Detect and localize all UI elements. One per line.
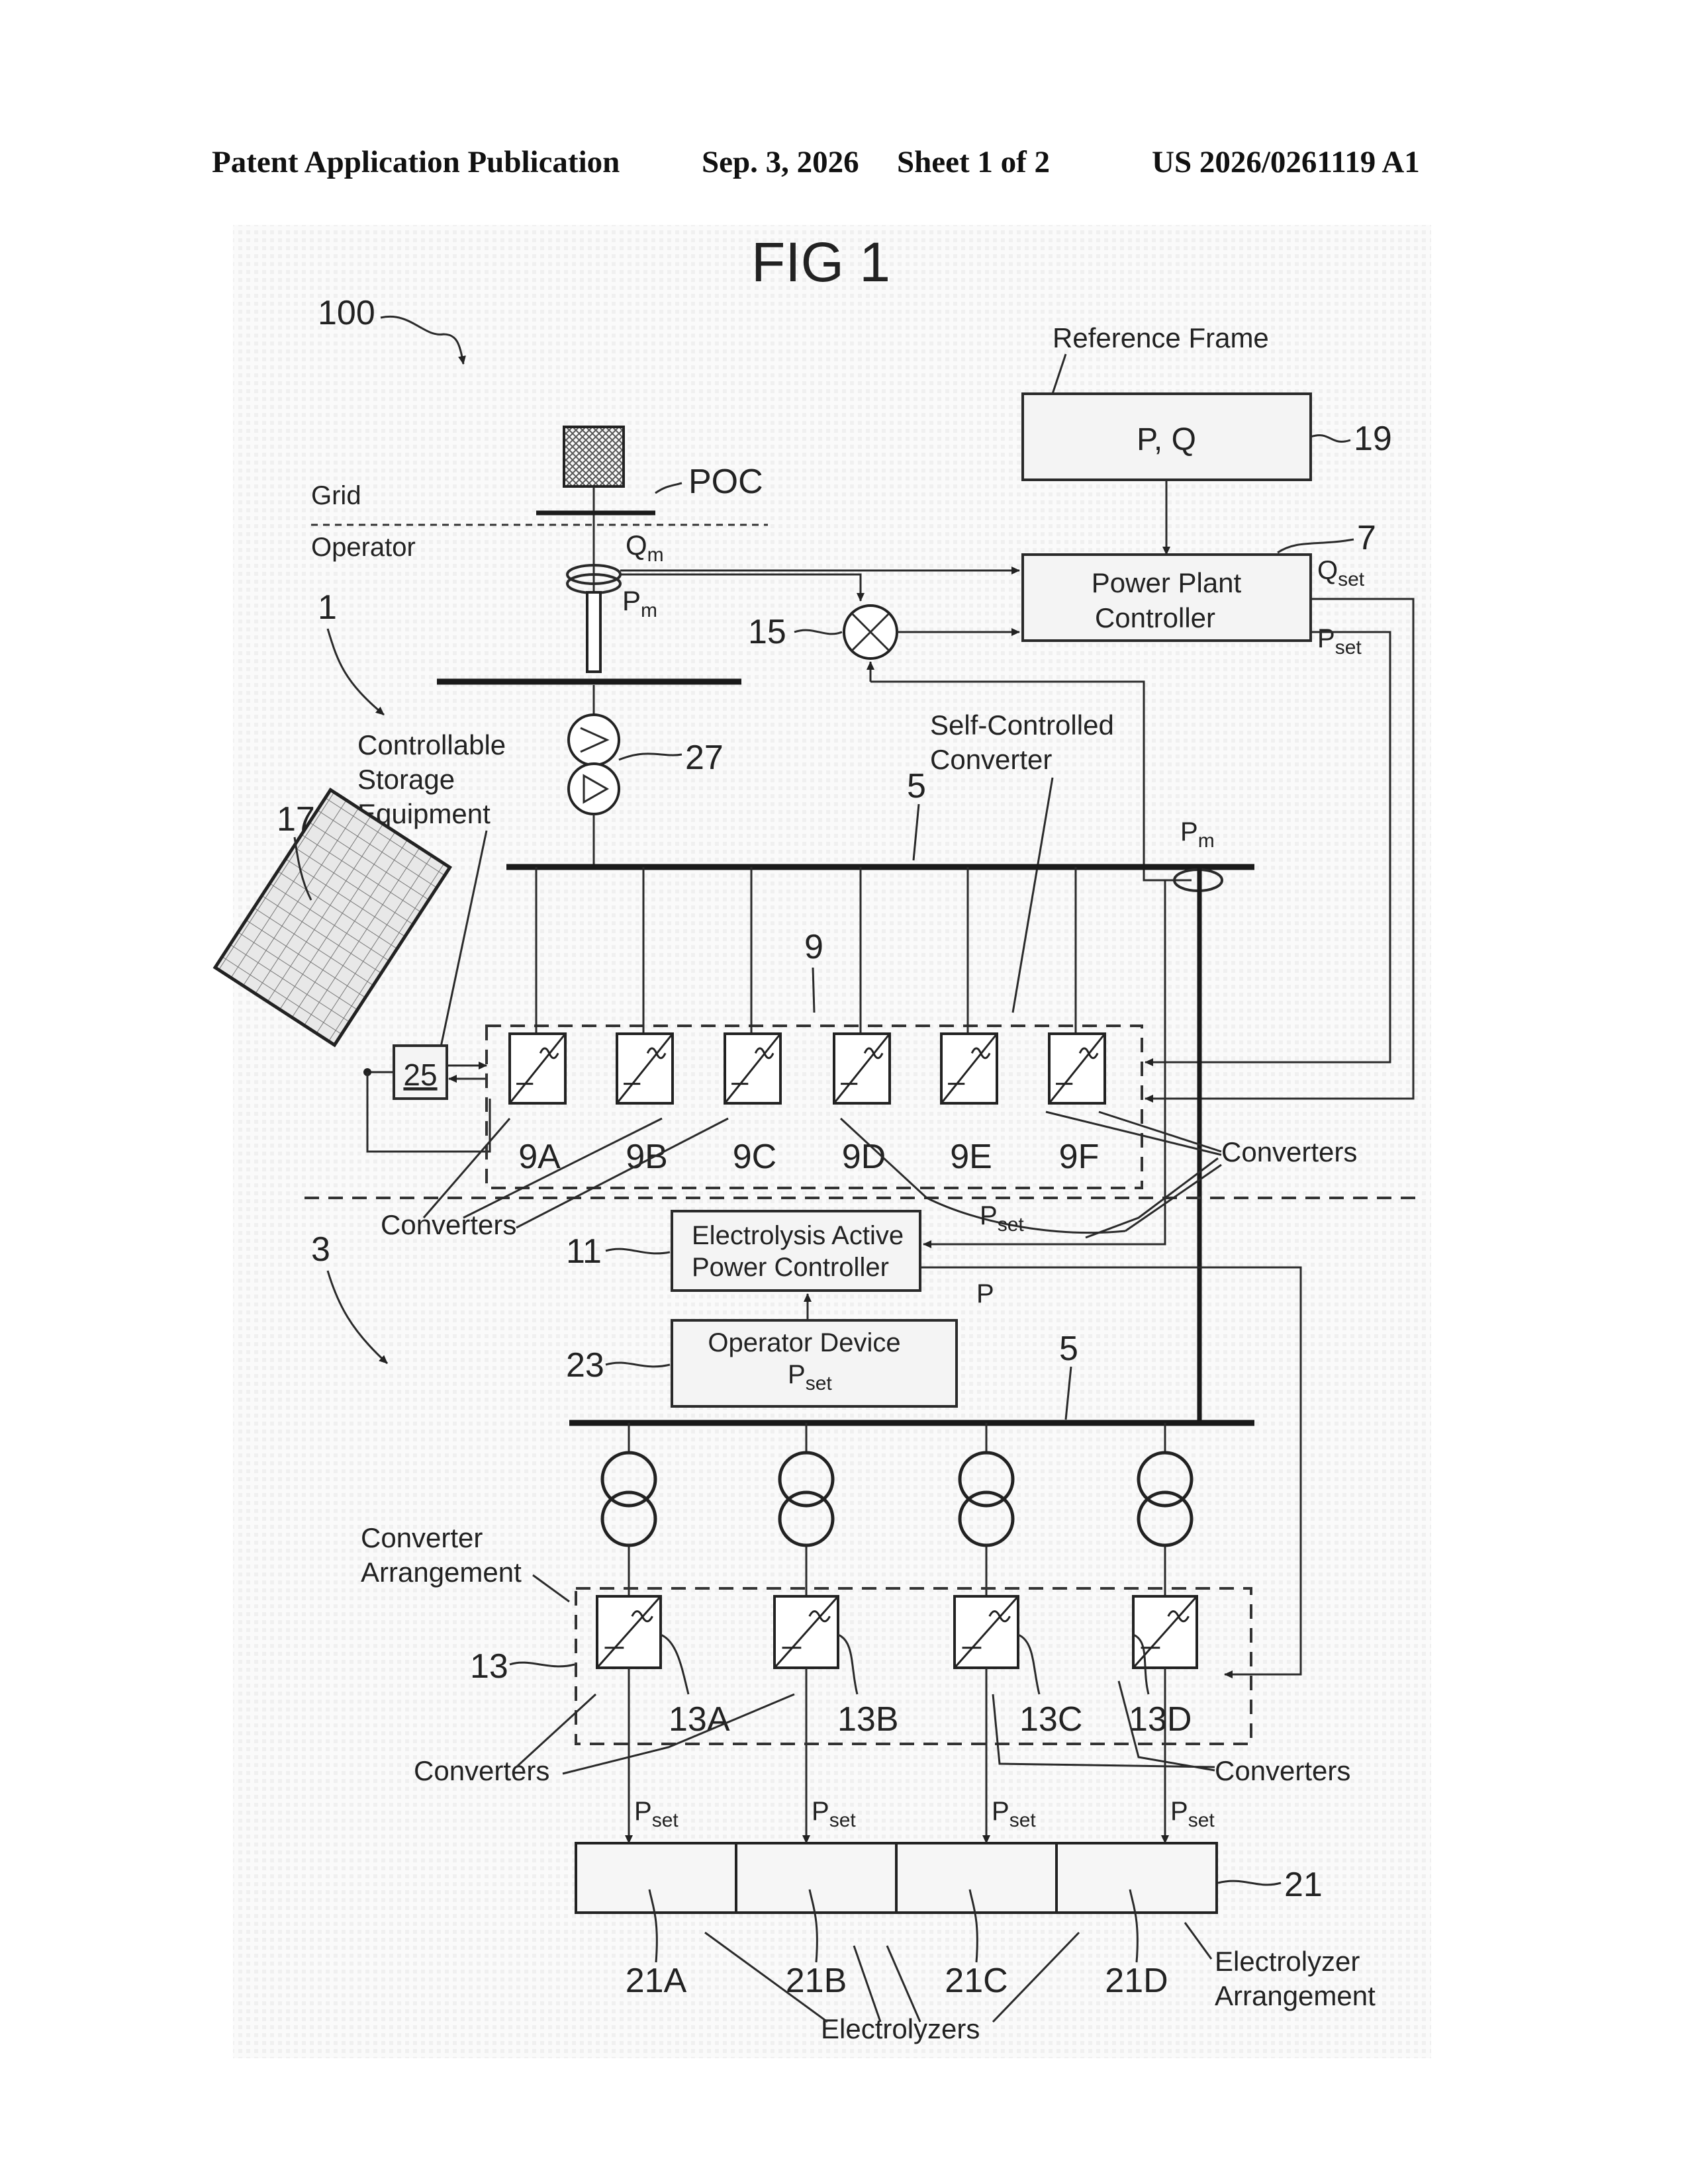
label-storage-1: Controllable [357, 729, 506, 760]
ref-1: 1 [318, 588, 337, 627]
label-self-controlled-1: Self-Controlled [930, 709, 1114, 741]
label-storage-2: Storage [357, 764, 455, 795]
label-converters-top-left: Converters [381, 1209, 516, 1240]
ref-9c: 9C [733, 1138, 776, 1176]
label-eapc-1: Electrolysis Active [692, 1221, 904, 1250]
ref-7: 7 [1357, 519, 1376, 557]
label-poc: POC [688, 463, 763, 501]
label-operator-device: Operator Device [708, 1328, 900, 1357]
label-pq: P, Q [1137, 422, 1196, 457]
figure-title: FIG 1 [751, 231, 890, 293]
label-elz-arr-1: Electrolyzer [1215, 1946, 1360, 1977]
electrolyzer-21b [736, 1843, 896, 1913]
device-27-top [569, 715, 619, 765]
converter-9b [617, 1034, 673, 1103]
ref-5-upper: 5 [907, 767, 926, 805]
converter-9f [1049, 1034, 1105, 1103]
ref-21b: 21B [786, 1962, 847, 2000]
ref-15: 15 [748, 613, 786, 651]
label-operator: Operator [311, 533, 416, 562]
label-reference-frame: Reference Frame [1053, 322, 1269, 353]
label-conv-arr-1: Converter [361, 1522, 483, 1553]
leader-9 [813, 968, 814, 1013]
label-electrolyzers: Electrolyzers [821, 2013, 980, 2044]
ref-23: 23 [566, 1346, 604, 1385]
electrolyzer-21a [576, 1843, 736, 1913]
ref-25: 25 [403, 1058, 437, 1092]
ref-21a: 21A [626, 1962, 687, 2000]
converter-9a [510, 1034, 565, 1103]
label-eapc-2: Power Controller [692, 1253, 889, 1282]
label-ppc-1: Power Plant [1092, 567, 1242, 598]
ref-21: 21 [1284, 1866, 1323, 1904]
electrolyzer-21c [896, 1843, 1056, 1913]
ref-27: 27 [685, 739, 724, 777]
ref-5-lower: 5 [1059, 1330, 1078, 1368]
ref-13: 13 [470, 1647, 508, 1686]
label-elz-arr-2: Arrangement [1215, 1980, 1376, 2011]
ref-3: 3 [311, 1230, 330, 1269]
ref-13b: 13B [837, 1700, 899, 1739]
feeder-sensor [587, 592, 600, 672]
converter-13b [774, 1596, 838, 1668]
ref-100: 100 [318, 294, 375, 332]
ref-19: 19 [1354, 420, 1392, 458]
ref-9: 9 [804, 928, 823, 966]
grid-source [564, 427, 624, 486]
ref-11: 11 [566, 1232, 602, 1271]
ref-9e: 9E [950, 1138, 992, 1176]
label-ppc-2: Controller [1095, 602, 1215, 633]
label-p: P [976, 1279, 994, 1308]
label-converters-bottom-left: Converters [414, 1755, 549, 1786]
converter-13c [955, 1596, 1018, 1668]
converter-9e [941, 1034, 997, 1103]
converter-9d [834, 1034, 890, 1103]
converter-13a [597, 1596, 661, 1668]
ref-9d: 9D [842, 1138, 886, 1176]
label-converters-top-right: Converters [1221, 1136, 1357, 1167]
ref-17: 17 [277, 800, 315, 839]
label-conv-arr-2: Arrangement [361, 1557, 522, 1588]
label-converters-bottom-right: Converters [1215, 1755, 1350, 1786]
label-self-controlled-2: Converter [930, 744, 1052, 775]
ref-13a: 13A [669, 1700, 730, 1739]
ref-21c: 21C [945, 1962, 1008, 2000]
converter-13d [1133, 1596, 1197, 1668]
ref-9f: 9F [1059, 1138, 1100, 1176]
label-grid: Grid [311, 481, 361, 510]
ref-9b: 9B [626, 1138, 668, 1176]
device-27-bottom [569, 764, 619, 814]
ref-9a: 9A [518, 1138, 561, 1176]
converter-9c [725, 1034, 780, 1103]
ref-21d: 21D [1105, 1962, 1168, 2000]
electrolyzer-21d [1056, 1843, 1217, 1913]
ref-13c: 13C [1019, 1700, 1082, 1739]
ref-13d: 13D [1129, 1700, 1192, 1739]
